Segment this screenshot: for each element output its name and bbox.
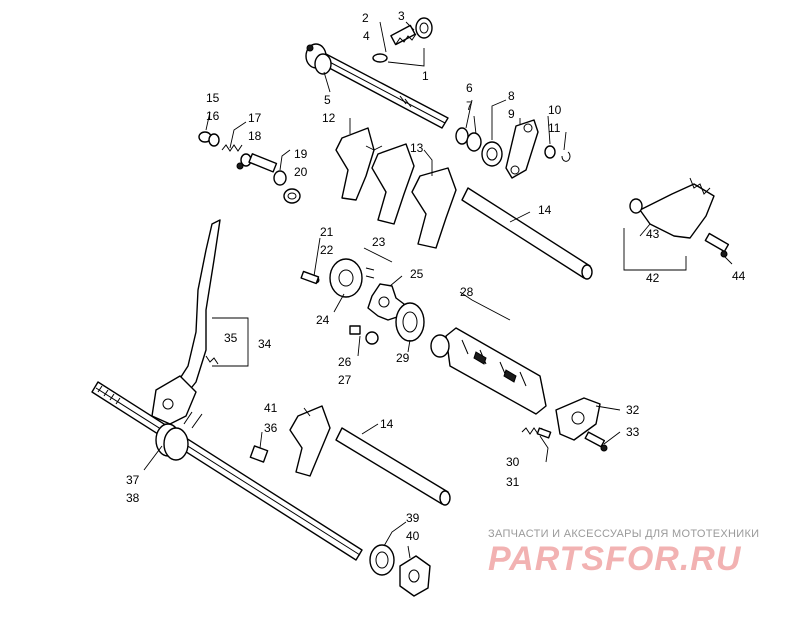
- callout-22: 22: [320, 243, 334, 257]
- callout-23: 23: [372, 235, 386, 249]
- callout-27: 27: [338, 373, 352, 387]
- callout-20: 20: [294, 165, 308, 179]
- callout-2: 2: [362, 11, 369, 25]
- gear-shift-arm: [151, 219, 221, 425]
- callout-41: 41: [264, 401, 278, 415]
- leader-lines: [143, 21, 733, 559]
- spring-plunger-assembly: [372, 17, 433, 63]
- callout-43: 43: [646, 227, 660, 241]
- watermark-logo: PARTSFOR.RU: [488, 540, 742, 578]
- callout-35: 35: [224, 331, 238, 345]
- callout-24: 24: [316, 313, 330, 327]
- callout-14-lower: 14: [380, 417, 394, 431]
- callout-26: 26: [338, 355, 352, 369]
- callout-5: 5: [324, 93, 331, 107]
- pin-and-spring: [521, 427, 552, 439]
- callout-11: 11: [548, 121, 561, 135]
- callout-28: 28: [460, 285, 474, 299]
- callout-19: 19: [294, 147, 308, 161]
- callout-9: 9: [508, 107, 515, 121]
- callout-36: 36: [264, 421, 278, 435]
- shift-fork-lower: [289, 405, 331, 477]
- callout-14-upper: 14: [538, 203, 552, 217]
- callout-10: 10: [548, 103, 562, 117]
- callout-29: 29: [396, 351, 410, 365]
- callout-33: 33: [626, 425, 640, 439]
- callout-8: 8: [508, 89, 515, 103]
- seal-and-collar: [369, 544, 431, 597]
- callout-1: 1: [422, 69, 429, 83]
- gear-shift-shaft: [91, 381, 363, 561]
- shift-drum: [430, 327, 547, 415]
- callout-labels: 2 3 4 1 5 12 6 7 8 9 10 11 15 16 17 18 1…: [126, 9, 746, 543]
- callout-16: 16: [206, 109, 220, 123]
- callout-21: 21: [320, 225, 334, 239]
- callout-42: 42: [646, 271, 660, 285]
- callout-37: 37: [126, 473, 140, 487]
- shift-drum-plate: [300, 258, 375, 298]
- callout-39: 39: [406, 511, 420, 525]
- callout-18: 18: [248, 129, 262, 143]
- drum-cam-cover: [555, 397, 608, 452]
- callout-34: 34: [258, 337, 272, 351]
- stopper-spring-bolt-set: [198, 131, 301, 204]
- callout-15: 15: [206, 91, 220, 105]
- upper-shift-shaft: [305, 43, 449, 129]
- callout-17: 17: [248, 111, 262, 125]
- callout-31: 31: [506, 475, 520, 489]
- callout-38: 38: [126, 491, 140, 505]
- callout-44: 44: [732, 269, 746, 283]
- shift-rod-lower: [335, 427, 451, 506]
- shift-forks-upper: [335, 127, 457, 249]
- shaft-washers-bearing: [455, 119, 571, 179]
- shift-rod-upper: [461, 187, 593, 280]
- callout-25: 25: [410, 267, 424, 281]
- callout-40: 40: [406, 529, 420, 543]
- callout-32: 32: [626, 403, 640, 417]
- watermark-tagline: ЗАПЧАСТИ И АКСЕССУАРЫ ДЛЯ МОТОТЕХНИКИ: [488, 528, 760, 540]
- callout-6: 6: [466, 81, 473, 95]
- callout-4: 4: [363, 29, 370, 43]
- callout-30: 30: [506, 455, 520, 469]
- callout-12: 12: [322, 111, 336, 125]
- callout-13: 13: [410, 141, 424, 155]
- drum-bearing: [395, 302, 425, 342]
- screw-and-washer: [349, 325, 379, 345]
- pin-36: [249, 445, 269, 463]
- callout-3: 3: [398, 9, 405, 23]
- callout-7: 7: [466, 99, 473, 113]
- stopper-lever-assembly: [629, 177, 730, 258]
